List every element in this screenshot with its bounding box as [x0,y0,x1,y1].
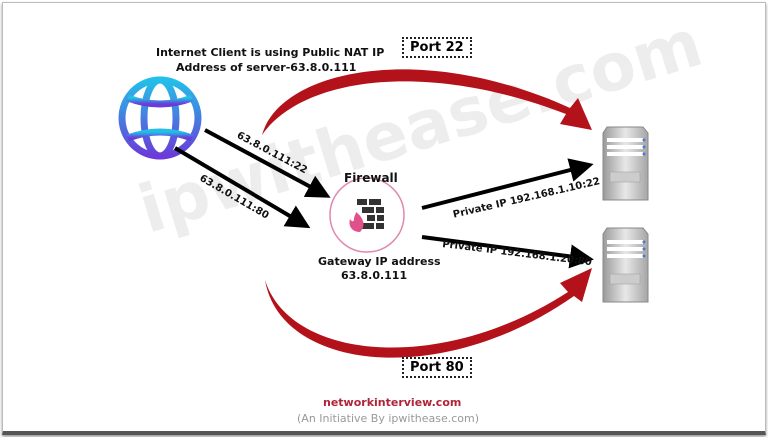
client-caption-line2: Address of server-63.8.0.111 [176,61,357,74]
arrow-link-80 [173,146,311,229]
client-caption-line1: Internet Client is using Public NAT IP [156,46,385,59]
firewall-title: Firewall [344,171,398,185]
port-22-label: Port 22 [402,37,472,58]
arrow-private-1 [421,158,594,210]
server-icon [602,227,649,303]
arc-port-80 [265,268,592,358]
arc-port-22 [262,69,592,135]
globe-icon [118,76,202,160]
server-icon [602,126,649,201]
footer-site: networkinterview.com [323,396,462,409]
footer-note: (An Initiative By ipwithease.com) [297,412,480,425]
gateway-line2: 63.8.0.111 [341,269,408,282]
port-80-label: Port 80 [402,357,472,378]
arrow-link-22 [204,128,331,198]
gateway-line1: Gateway IP address [318,255,441,268]
arrow-private-2 [421,235,594,269]
firewall-icon [329,177,405,253]
